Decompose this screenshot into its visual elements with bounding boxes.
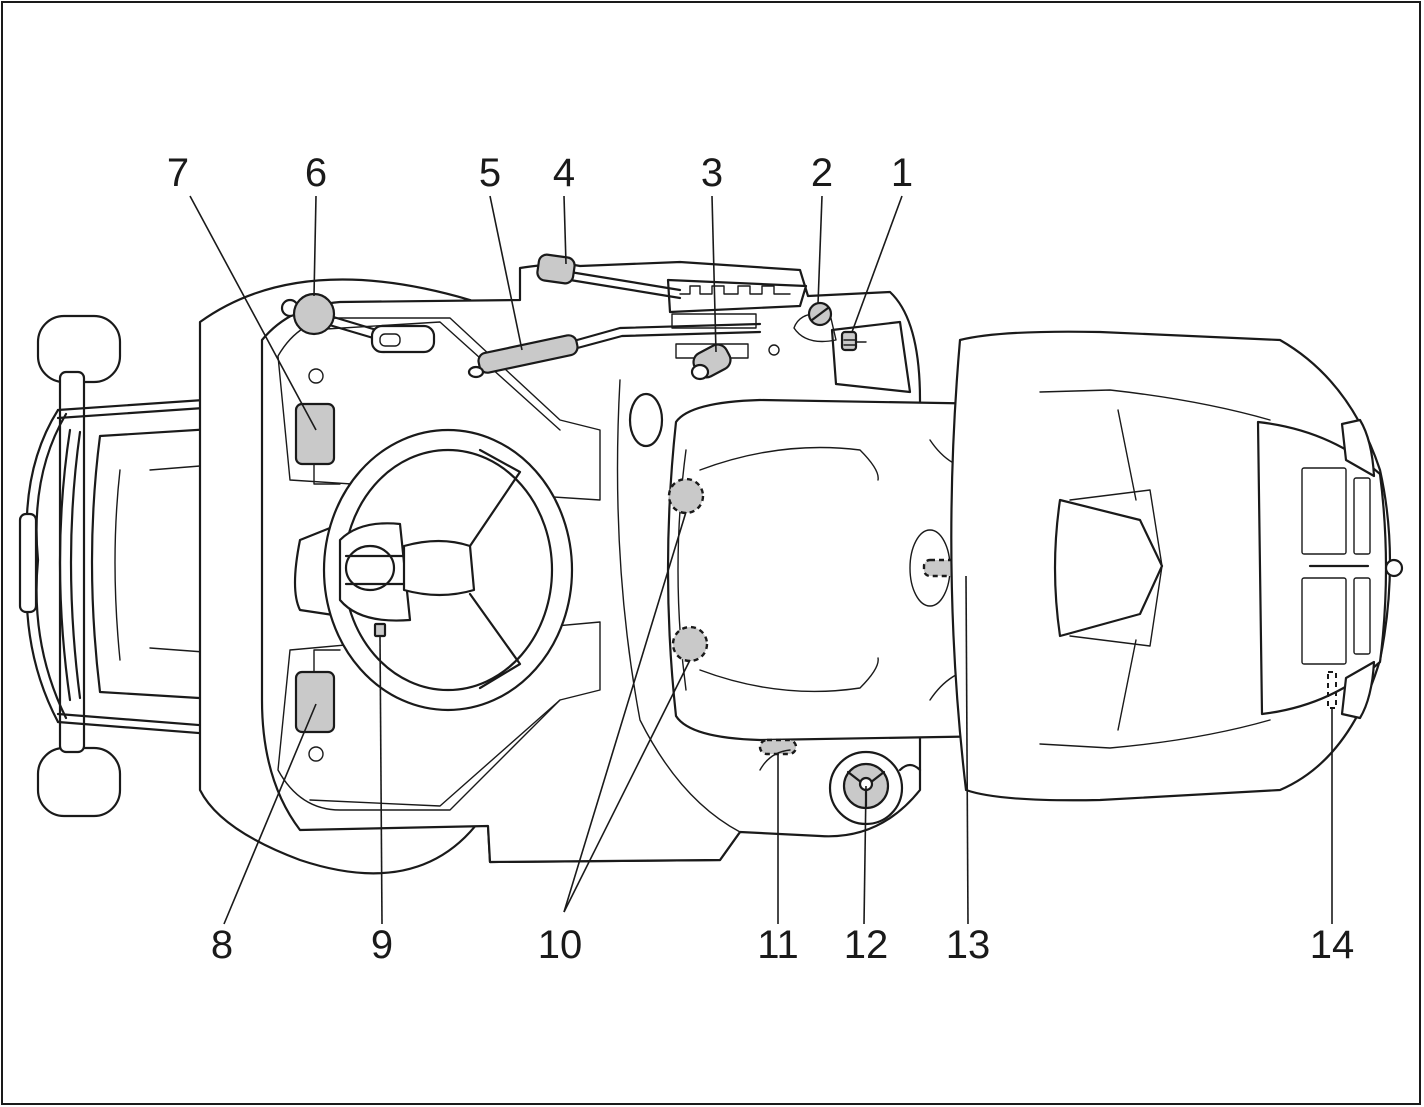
callout-10: 10 bbox=[538, 923, 583, 967]
pedal-8 bbox=[294, 649, 341, 734]
steering-wheel bbox=[293, 428, 574, 712]
control-4-lever bbox=[536, 253, 808, 314]
callout-1: 1 bbox=[891, 151, 913, 195]
callout-4: 4 bbox=[553, 151, 575, 195]
control-6-lever bbox=[280, 292, 436, 354]
callout-6: 6 bbox=[305, 151, 327, 195]
leader-lines bbox=[189, 195, 1333, 925]
control-9-switch bbox=[373, 622, 387, 638]
callout-3: 3 bbox=[701, 151, 723, 195]
control-5-lever bbox=[467, 313, 762, 379]
rear-grille bbox=[1256, 418, 1404, 720]
callout-13: 13 bbox=[946, 923, 991, 967]
control-1-knob bbox=[830, 320, 912, 394]
callout-7: 7 bbox=[167, 151, 189, 195]
callout-8: 8 bbox=[211, 923, 233, 967]
pedal-7 bbox=[294, 402, 341, 485]
callout-14: 14 bbox=[1310, 923, 1355, 967]
control-3-lever bbox=[690, 343, 732, 381]
callout-labels: 1 2 3 4 5 6 7 8 9 10 11 12 13 14 bbox=[167, 151, 1354, 967]
callout-9: 9 bbox=[371, 923, 393, 967]
marker-10-lower bbox=[671, 625, 709, 663]
control-2-cap bbox=[793, 301, 837, 343]
callout-5: 5 bbox=[479, 151, 501, 195]
marker-10-upper bbox=[667, 477, 705, 515]
callout-12: 12 bbox=[844, 923, 889, 967]
callout-11: 11 bbox=[757, 923, 799, 967]
callout-2: 2 bbox=[811, 151, 833, 195]
